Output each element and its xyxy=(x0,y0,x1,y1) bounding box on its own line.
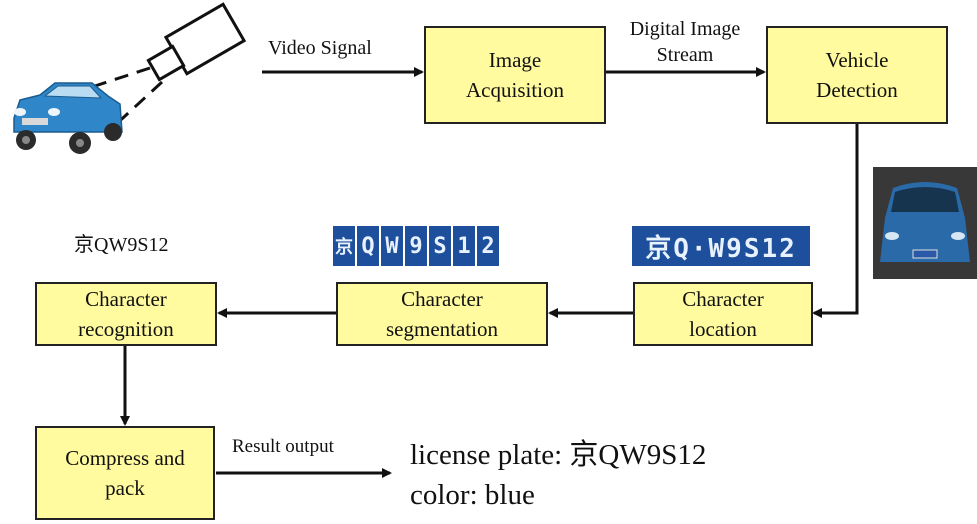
recognized-plate-text: 京QW9S12 xyxy=(74,234,169,256)
license-plate-icon: 京Q·W9S12 xyxy=(632,226,810,266)
plate-char-6: 1 xyxy=(453,226,475,266)
plate-char-7: 2 xyxy=(477,226,499,266)
car-front-photo-icon xyxy=(873,167,977,279)
edge-label-result-output: Result output xyxy=(232,436,334,457)
arrow-detection-to-location xyxy=(812,124,859,318)
plate-char-1: 京 xyxy=(333,226,355,266)
plate-char-2: Q xyxy=(357,226,379,266)
plate-char-3: W xyxy=(381,226,403,266)
plate-char-4: 9 xyxy=(405,226,427,266)
result-plate-line: license plate: 京QW9S12 xyxy=(410,439,707,471)
car-icon xyxy=(13,82,123,154)
segmented-plate: 京 Q W 9 S 1 2 xyxy=(333,226,499,266)
edge-label-video-signal: Video Signal xyxy=(268,37,372,59)
plate-char-5: S xyxy=(429,226,451,266)
edge-label-digital-stream: Digital Image Stream xyxy=(629,18,741,66)
result-color-line: color: blue xyxy=(410,479,535,511)
